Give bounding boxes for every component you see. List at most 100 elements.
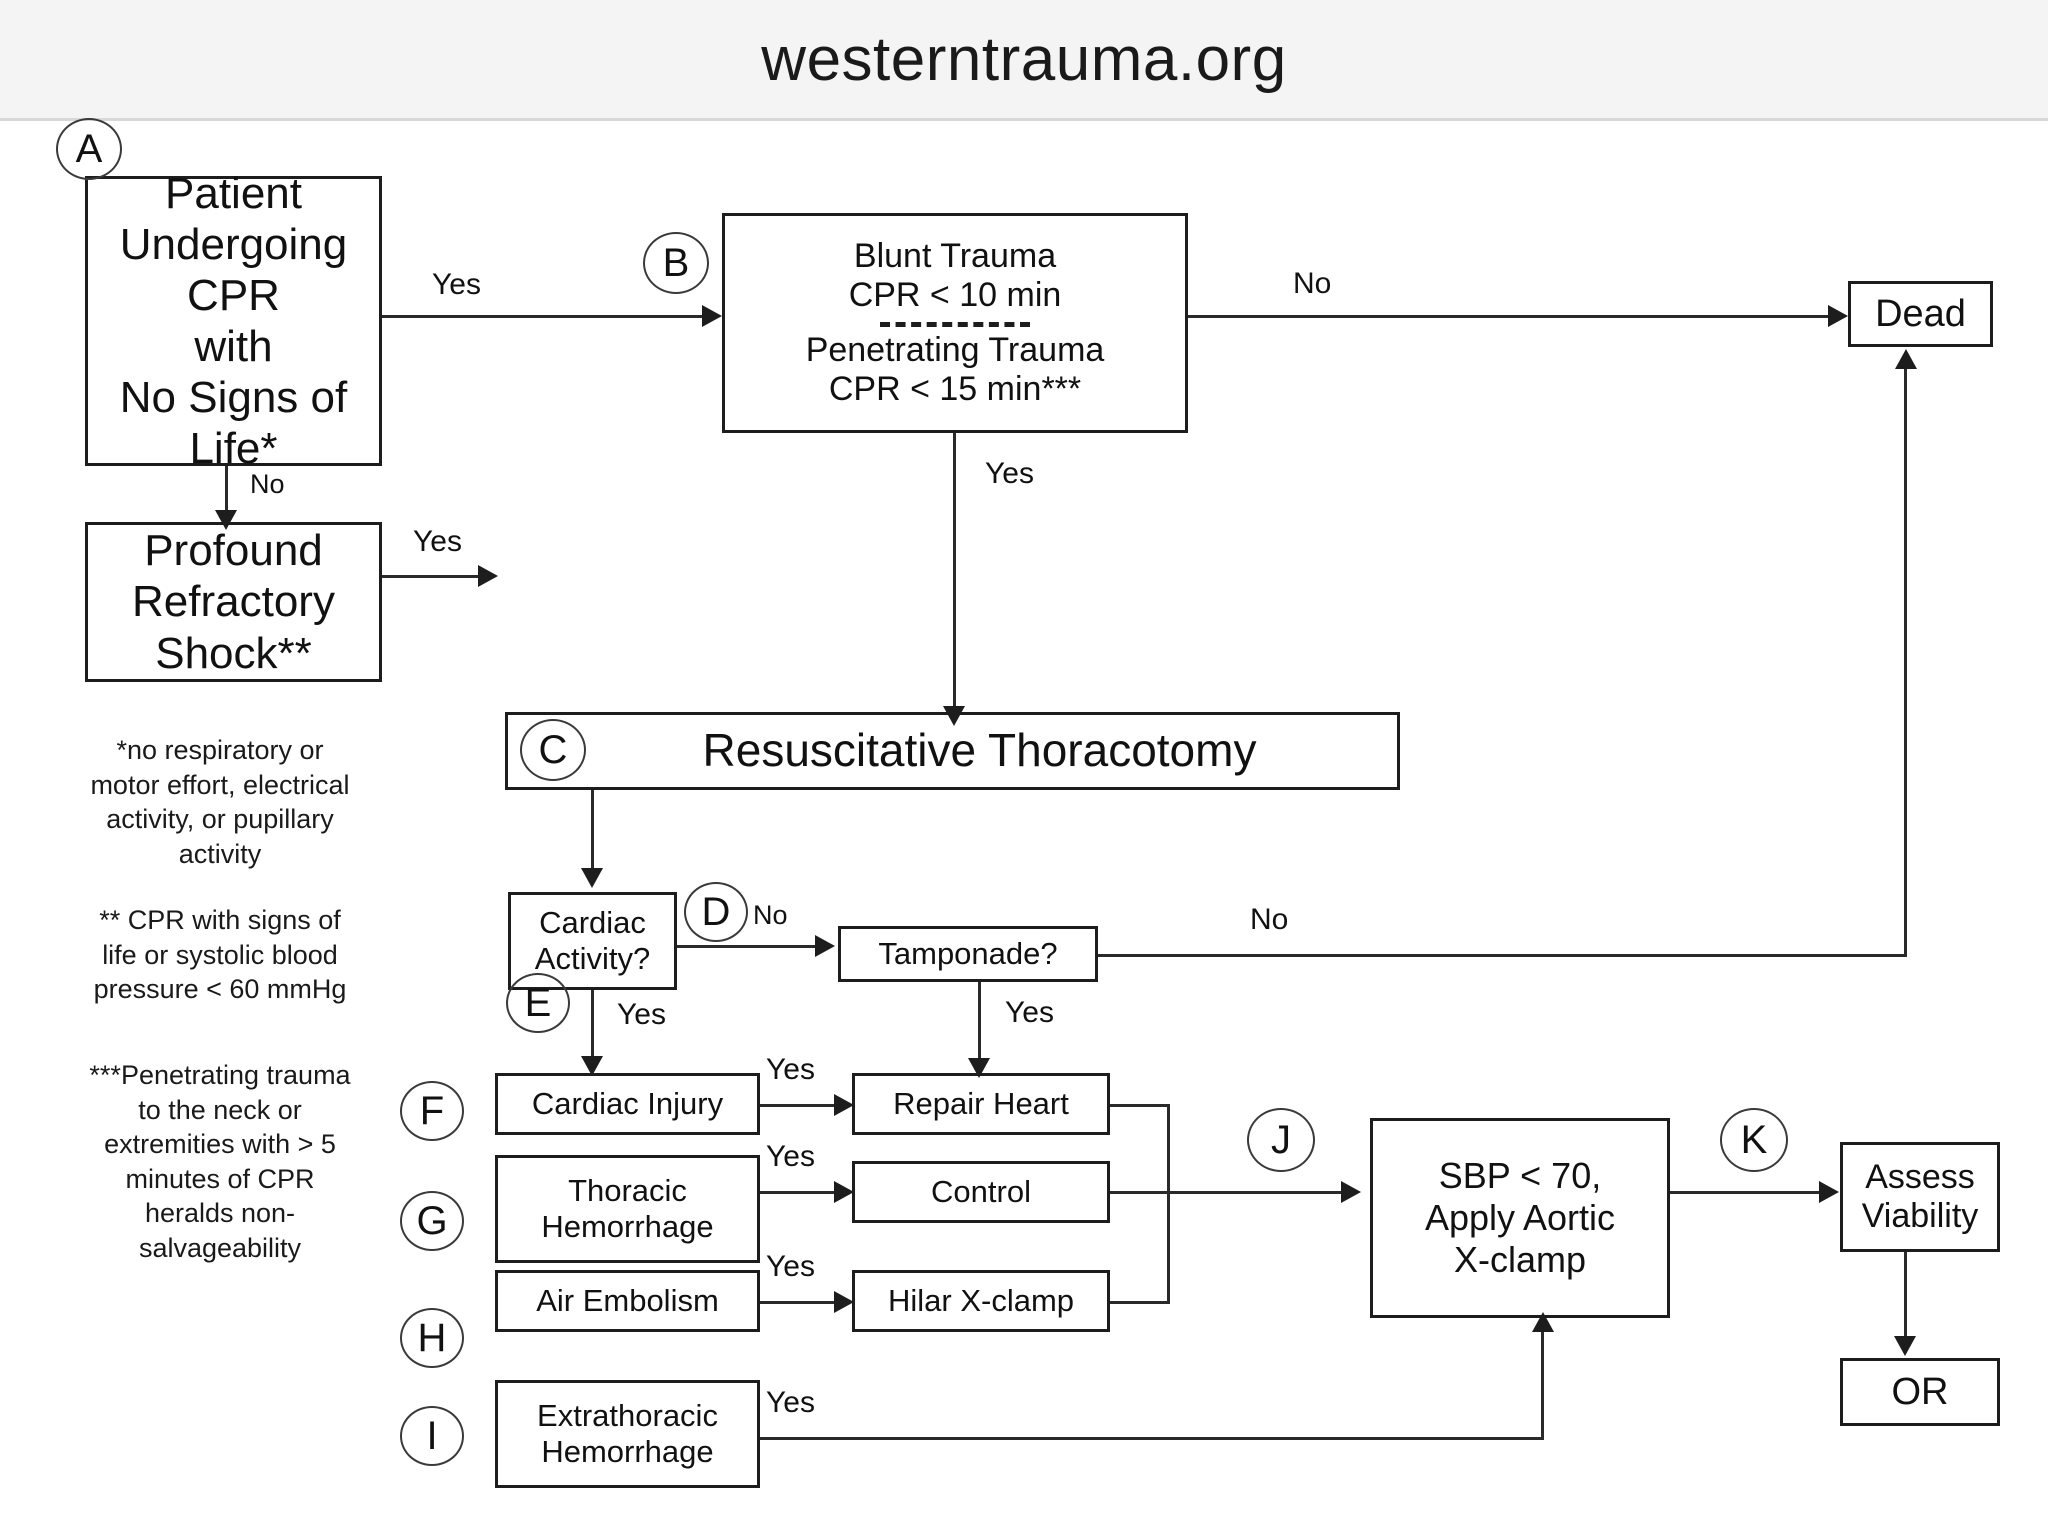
patient-line-1: Patient bbox=[165, 168, 302, 218]
box-patient-undergoing-cpr[interactable]: Patient Undergoing CPR with No Signs of … bbox=[85, 169, 382, 473]
thoracotomy-label: Resuscitative Thoracotomy bbox=[702, 724, 1257, 777]
edge-control-stub bbox=[1110, 1191, 1170, 1194]
patient-line-3: CPR bbox=[187, 270, 280, 320]
edge-thoracic-to-control bbox=[760, 1191, 840, 1194]
edge-cardiac-to-cardiac-injury bbox=[591, 990, 594, 1060]
box-cardiac-injury[interactable]: Cardiac Injury bbox=[495, 1073, 760, 1135]
shock-line-3: Shock** bbox=[155, 628, 312, 678]
repair-heart-label: Repair Heart bbox=[893, 1086, 1069, 1122]
cardiac-injury-label: Cardiac Injury bbox=[531, 1086, 724, 1122]
edge-trauma-to-dead bbox=[1188, 315, 1838, 318]
footnote-two: ** CPR with signs of life or systolic bl… bbox=[93, 905, 347, 1005]
box-hilar-xclamp[interactable]: Hilar X-clamp bbox=[852, 1270, 1110, 1332]
box-air-embolism[interactable]: Air Embolism bbox=[495, 1270, 760, 1332]
control-label: Control bbox=[931, 1174, 1031, 1210]
edge-merge-bus bbox=[1167, 1104, 1170, 1304]
sbp-line-1: SBP < 70, bbox=[1438, 1155, 1602, 1197]
air-embolism-label: Air Embolism bbox=[536, 1283, 719, 1319]
arrowhead-sbp-to-assess bbox=[1819, 1181, 1839, 1203]
node-marker-g: G bbox=[400, 1191, 464, 1251]
edge-assess-to-or bbox=[1904, 1252, 1907, 1342]
node-marker-d: D bbox=[684, 882, 748, 942]
node-marker-b-label: B bbox=[662, 240, 690, 285]
box-repair-heart[interactable]: Repair Heart bbox=[852, 1073, 1110, 1135]
edge-extrathoracic-vertical bbox=[1541, 1318, 1544, 1440]
box-trauma-criteria[interactable]: Blunt Trauma CPR < 10 min Penetrating Tr… bbox=[722, 213, 1188, 433]
edge-sbp-to-assess bbox=[1670, 1191, 1825, 1194]
node-marker-e: E bbox=[506, 973, 570, 1033]
box-or[interactable]: OR bbox=[1840, 1358, 2000, 1426]
arrowhead-patient-to-trauma bbox=[702, 305, 722, 327]
arrowhead-tamponade-to-repair-heart bbox=[968, 1058, 990, 1078]
node-marker-c-label: C bbox=[538, 727, 568, 772]
box-control[interactable]: Control bbox=[852, 1161, 1110, 1223]
box-tamponade[interactable]: Tamponade? bbox=[838, 926, 1098, 982]
or-label: OR bbox=[1891, 1370, 1949, 1413]
arrowhead-cardiac-to-tamponade bbox=[815, 935, 835, 957]
node-marker-a-label: A bbox=[75, 126, 103, 171]
node-marker-h-label: H bbox=[417, 1315, 447, 1360]
shock-line-1: Profound bbox=[144, 526, 323, 576]
edge-repair-heart-stub bbox=[1110, 1104, 1170, 1107]
node-marker-b: B bbox=[643, 232, 709, 294]
assess-viability-line-1: Assess bbox=[1865, 1157, 1975, 1196]
edge-label-extrathoracic-yes: Yes bbox=[766, 1386, 815, 1419]
hilar-xclamp-label: Hilar X-clamp bbox=[887, 1283, 1075, 1319]
box-dead[interactable]: Dead bbox=[1848, 281, 1993, 347]
edge-tamponade-no-vertical bbox=[1904, 354, 1907, 954]
edge-label-tamponade-yes: Yes bbox=[1005, 996, 1054, 1029]
node-marker-g-label: G bbox=[416, 1198, 448, 1243]
arrowhead-shock-to-thoracotomy bbox=[478, 565, 498, 587]
edge-thoracotomy-to-cardiac bbox=[591, 790, 594, 872]
page-title: westerntrauma.org bbox=[761, 24, 1287, 94]
patient-line-4: with bbox=[194, 322, 273, 371]
node-marker-j: J bbox=[1247, 1108, 1315, 1172]
box-resuscitative-thoracotomy[interactable]: Resuscitative Thoracotomy bbox=[505, 712, 1400, 790]
dead-label: Dead bbox=[1875, 292, 1966, 335]
site-header: westerntrauma.org bbox=[0, 0, 2048, 121]
arrowhead-cardiac-to-cardiac-injury bbox=[581, 1056, 603, 1076]
arrowhead-cardiac-injury-to-repair bbox=[834, 1094, 854, 1116]
edge-tamponade-no-horizontal bbox=[1098, 954, 1907, 957]
footnote-one: *no respiratory or motor effort, electri… bbox=[90, 735, 350, 869]
box-thoracic-hemorrhage[interactable]: Thoracic Hemorrhage bbox=[495, 1155, 760, 1263]
edge-label-thoracic-yes: Yes bbox=[766, 1140, 815, 1173]
arrowhead-assess-to-or bbox=[1894, 1336, 1916, 1356]
arrowhead-merge-to-sbp bbox=[1341, 1181, 1361, 1203]
edge-hilar-stub bbox=[1110, 1301, 1170, 1304]
extrathoracic-line-1: Extrathoracic bbox=[537, 1398, 718, 1434]
node-marker-f-label: F bbox=[419, 1088, 445, 1133]
edge-shock-to-thoracotomy bbox=[382, 575, 480, 578]
edge-label-trauma-no: No bbox=[1293, 267, 1332, 300]
box-extrathoracic-hemorrhage[interactable]: Extrathoracic Hemorrhage bbox=[495, 1380, 760, 1488]
node-marker-i-label: I bbox=[426, 1413, 438, 1458]
arrowhead-thoracic-to-control bbox=[834, 1181, 854, 1203]
edge-tamponade-to-repair-heart bbox=[978, 982, 981, 1064]
edge-patient-to-trauma bbox=[382, 315, 708, 318]
edge-merge-to-sbp bbox=[1167, 1191, 1347, 1194]
edge-label-cardiac-yes: Yes bbox=[617, 998, 666, 1031]
edge-label-shock-yes: Yes bbox=[413, 525, 462, 558]
arrowhead-air-embolism-to-hilar bbox=[834, 1291, 854, 1313]
trauma-line-3: Penetrating Trauma bbox=[805, 330, 1105, 369]
tamponade-label: Tamponade? bbox=[878, 936, 1058, 972]
edge-trauma-to-thoracotomy bbox=[953, 433, 956, 713]
node-marker-k: K bbox=[1720, 1108, 1788, 1172]
footnote-three: ***Penetrating trauma to the neck or ext… bbox=[89, 1060, 351, 1263]
node-marker-f: F bbox=[400, 1081, 464, 1141]
box-profound-refractory-shock[interactable]: Profound Refractory Shock** bbox=[85, 522, 382, 682]
cardiac-activity-line-2: Activity? bbox=[534, 941, 651, 976]
edge-label-cardiac-no: No bbox=[753, 900, 788, 930]
node-marker-e-label: E bbox=[524, 980, 552, 1025]
node-marker-j-label: J bbox=[1271, 1117, 1291, 1162]
edge-label-patient-no: No bbox=[250, 469, 285, 499]
box-assess-viability[interactable]: Assess Viability bbox=[1840, 1142, 2000, 1252]
node-marker-h: H bbox=[400, 1308, 464, 1368]
extrathoracic-line-2: Hemorrhage bbox=[541, 1434, 714, 1469]
edge-label-air-embolism-yes: Yes bbox=[766, 1250, 815, 1283]
shock-line-2: Refractory bbox=[132, 577, 335, 627]
node-marker-c: C bbox=[520, 719, 586, 781]
trauma-line-2: CPR < 10 min bbox=[848, 276, 1062, 315]
box-sbp-aortic-xclamp[interactable]: SBP < 70, Apply Aortic X-clamp bbox=[1370, 1118, 1670, 1318]
assess-viability-line-2: Viability bbox=[1861, 1197, 1979, 1235]
